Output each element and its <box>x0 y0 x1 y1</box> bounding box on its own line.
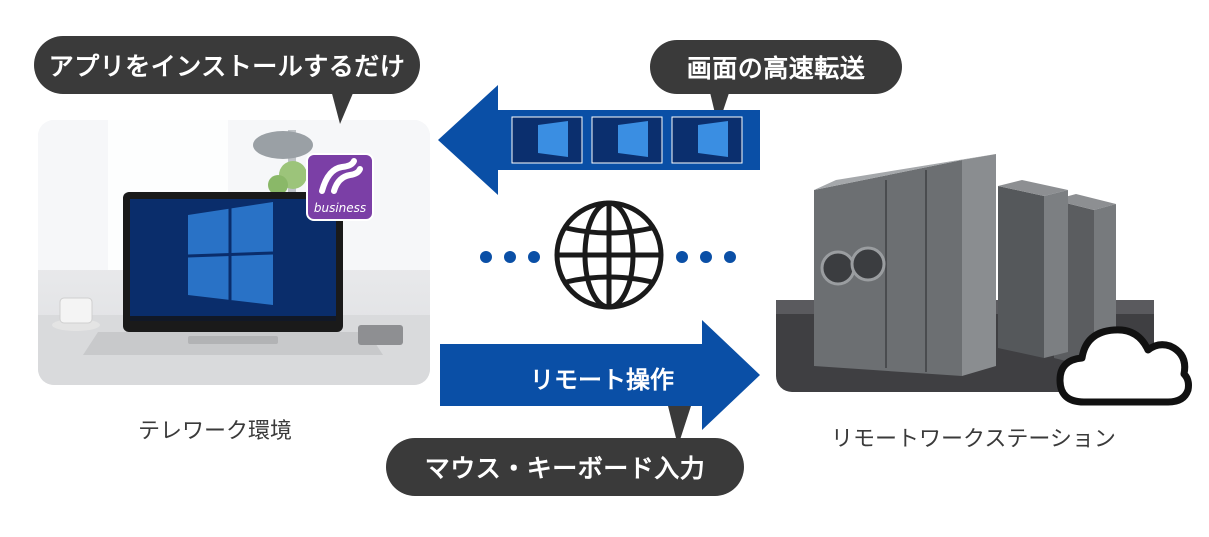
install-bubble-text: アプリをインストールするだけ <box>34 36 420 94</box>
bubble-tail <box>668 406 691 446</box>
fast-transfer-bubble-text: 画面の高速転送 <box>650 40 902 94</box>
input-bubble: マウス・キーボード入力 <box>386 406 746 498</box>
screen-transfer-arrow <box>438 85 760 195</box>
workstation-caption: リモートワークステーション <box>831 427 1116 452</box>
splashtop-business-icon[interactable]: business <box>306 153 374 221</box>
splash-logo-icon <box>319 158 363 194</box>
input-bubble-text: マウス・キーボード入力 <box>386 438 744 496</box>
telework-caption: テレワーク環境 <box>138 419 293 444</box>
fast-transfer-bubble: 画面の高速転送 <box>650 40 905 130</box>
globe-icon <box>480 200 736 310</box>
bubble-tail <box>330 86 356 124</box>
cloud-icon <box>1056 326 1192 406</box>
screen-thumbnails <box>511 116 743 164</box>
app-icon-label: business <box>313 201 367 215</box>
bubble-tail <box>708 84 732 126</box>
remote-operation-label: リモート操作 <box>530 366 674 394</box>
remote-operation-arrow <box>440 320 760 430</box>
install-bubble: アプリをインストールするだけ <box>34 36 424 126</box>
